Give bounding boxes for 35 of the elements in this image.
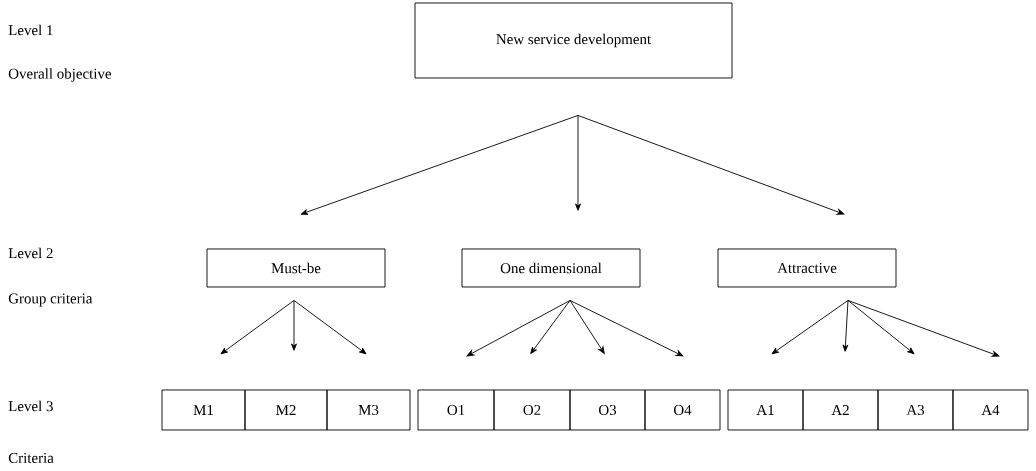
arrow xyxy=(300,115,579,215)
criterion-cell: M1 xyxy=(161,389,246,431)
criterion-cell: O3 xyxy=(569,389,646,431)
level-label: Level 3 xyxy=(8,400,53,412)
arrow xyxy=(847,300,1000,357)
criterion-cell: O2 xyxy=(493,389,571,431)
group-box: Must-be xyxy=(206,248,386,288)
arrow xyxy=(530,300,571,354)
criterion-cell: O1 xyxy=(417,389,495,431)
level-label: Group criteria xyxy=(8,293,93,307)
arrow xyxy=(291,300,297,351)
criterion-cell: A2 xyxy=(802,389,879,431)
level-label: Overall objective xyxy=(8,68,111,82)
level-label: Level 2 xyxy=(8,247,53,259)
arrow xyxy=(771,300,849,355)
criterion-cell: A4 xyxy=(952,389,1029,431)
criterion-cell: A3 xyxy=(877,389,954,431)
arrow xyxy=(577,115,845,215)
criterion-cell: A1 xyxy=(727,389,804,431)
level-label: Criteria xyxy=(8,452,54,463)
group-box: Attractive xyxy=(717,248,897,288)
criterion-cell: M3 xyxy=(326,389,411,431)
arrow xyxy=(575,115,581,211)
criterion-cell: O4 xyxy=(644,389,721,431)
arrow xyxy=(466,300,571,357)
arrow xyxy=(842,300,849,352)
arrow xyxy=(220,300,295,355)
arrow xyxy=(569,300,605,354)
criterion-cell: M2 xyxy=(244,389,328,431)
level-label: Level 1 xyxy=(8,24,53,36)
arrow xyxy=(847,300,915,355)
group-box: One dimensional xyxy=(461,248,641,288)
arrow xyxy=(293,300,367,355)
arrow xyxy=(569,300,684,357)
objective-box: New service development xyxy=(414,2,733,79)
